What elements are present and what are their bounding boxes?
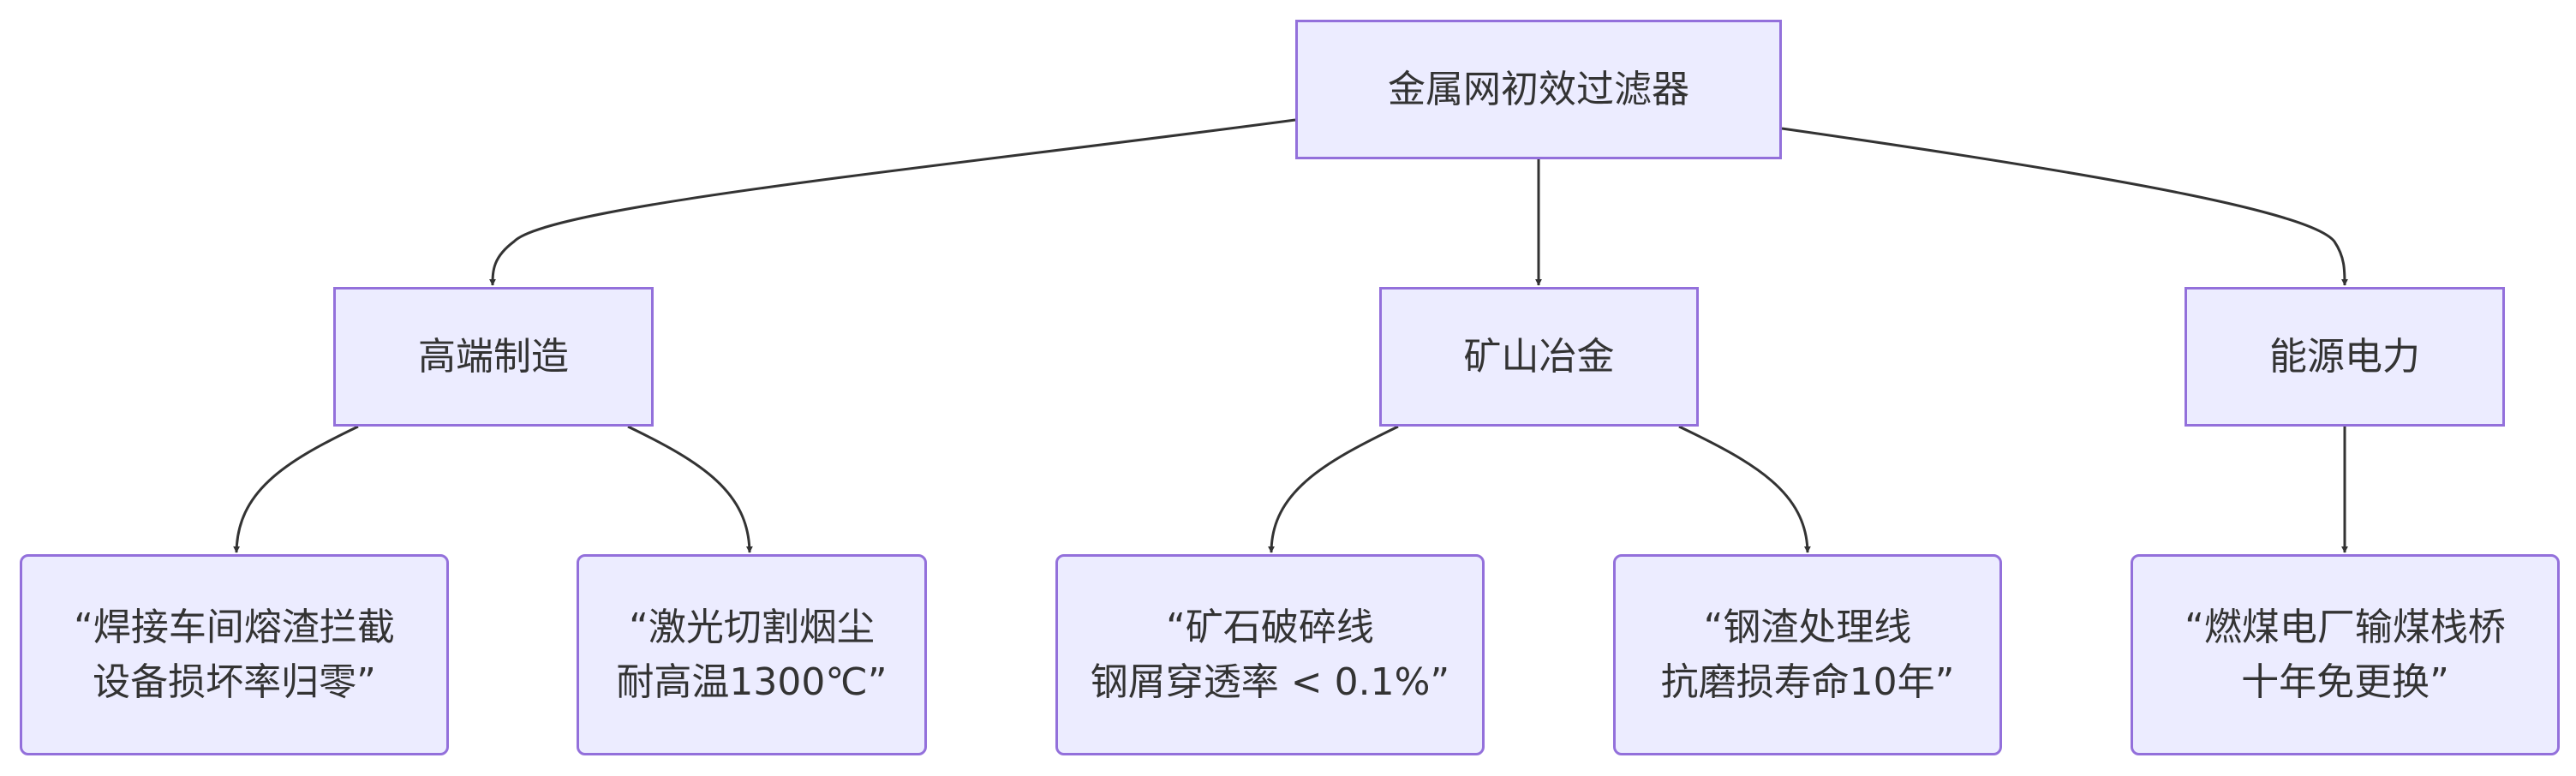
category-node-manufacturing: 高端制造 bbox=[333, 287, 654, 427]
category-node-mining-label: 矿山冶金 bbox=[1463, 334, 1615, 379]
leaf-node-coal-line-2: 十年免更换” bbox=[2241, 660, 2449, 704]
leaf-node-laser: “激光切割烟尘 耐高温1300℃” bbox=[577, 554, 927, 755]
root-node-label: 金属网初效过滤器 bbox=[1388, 67, 1689, 111]
edge-mining-to-ore bbox=[1268, 425, 1399, 553]
edge-root-to-manufacturing bbox=[489, 118, 1296, 286]
leaf-node-coal: “燃煤电厂输煤栈桥 十年免更换” bbox=[2131, 554, 2560, 755]
leaf-node-ore: “矿石破碎线 钢屑穿透率 < 0.1%” bbox=[1055, 554, 1485, 755]
leaf-node-welding-line-2: 设备损坏率归零” bbox=[93, 660, 376, 704]
leaf-node-slag: “钢渣处理线 抗磨损寿命10年” bbox=[1613, 554, 2002, 755]
edge-mining-to-slag bbox=[1678, 425, 1811, 553]
category-node-energy: 能源电力 bbox=[2185, 287, 2505, 427]
edge-manufacturing-to-laser bbox=[627, 425, 753, 553]
leaf-node-slag-line-1: “钢渣处理线 bbox=[1703, 605, 1912, 649]
category-node-mining: 矿山冶金 bbox=[1379, 287, 1699, 427]
edge-root-to-energy bbox=[1781, 127, 2348, 286]
leaf-node-welding: “焊接车间熔渣拦截 设备损坏率归零” bbox=[20, 554, 449, 755]
root-node: 金属网初效过滤器 bbox=[1295, 20, 1782, 159]
leaf-node-slag-line-2: 抗磨损寿命10年” bbox=[1660, 660, 1955, 704]
leaf-node-ore-line-2: 钢屑穿透率 < 0.1%” bbox=[1090, 660, 1450, 704]
category-node-manufacturing-label: 高端制造 bbox=[418, 334, 569, 379]
leaf-node-ore-line-1: “矿石破碎线 bbox=[1166, 605, 1374, 649]
leaf-node-laser-line-2: 耐高温1300℃” bbox=[616, 660, 888, 704]
edge-manufacturing-to-welding bbox=[233, 425, 359, 553]
leaf-node-coal-line-1: “燃煤电厂输煤栈桥 bbox=[2185, 605, 2506, 649]
category-node-energy-label: 能源电力 bbox=[2269, 334, 2420, 379]
leaf-node-welding-line-1: “焊接车间熔渣拦截 bbox=[74, 605, 395, 649]
leaf-node-laser-line-1: “激光切割烟尘 bbox=[629, 605, 875, 649]
